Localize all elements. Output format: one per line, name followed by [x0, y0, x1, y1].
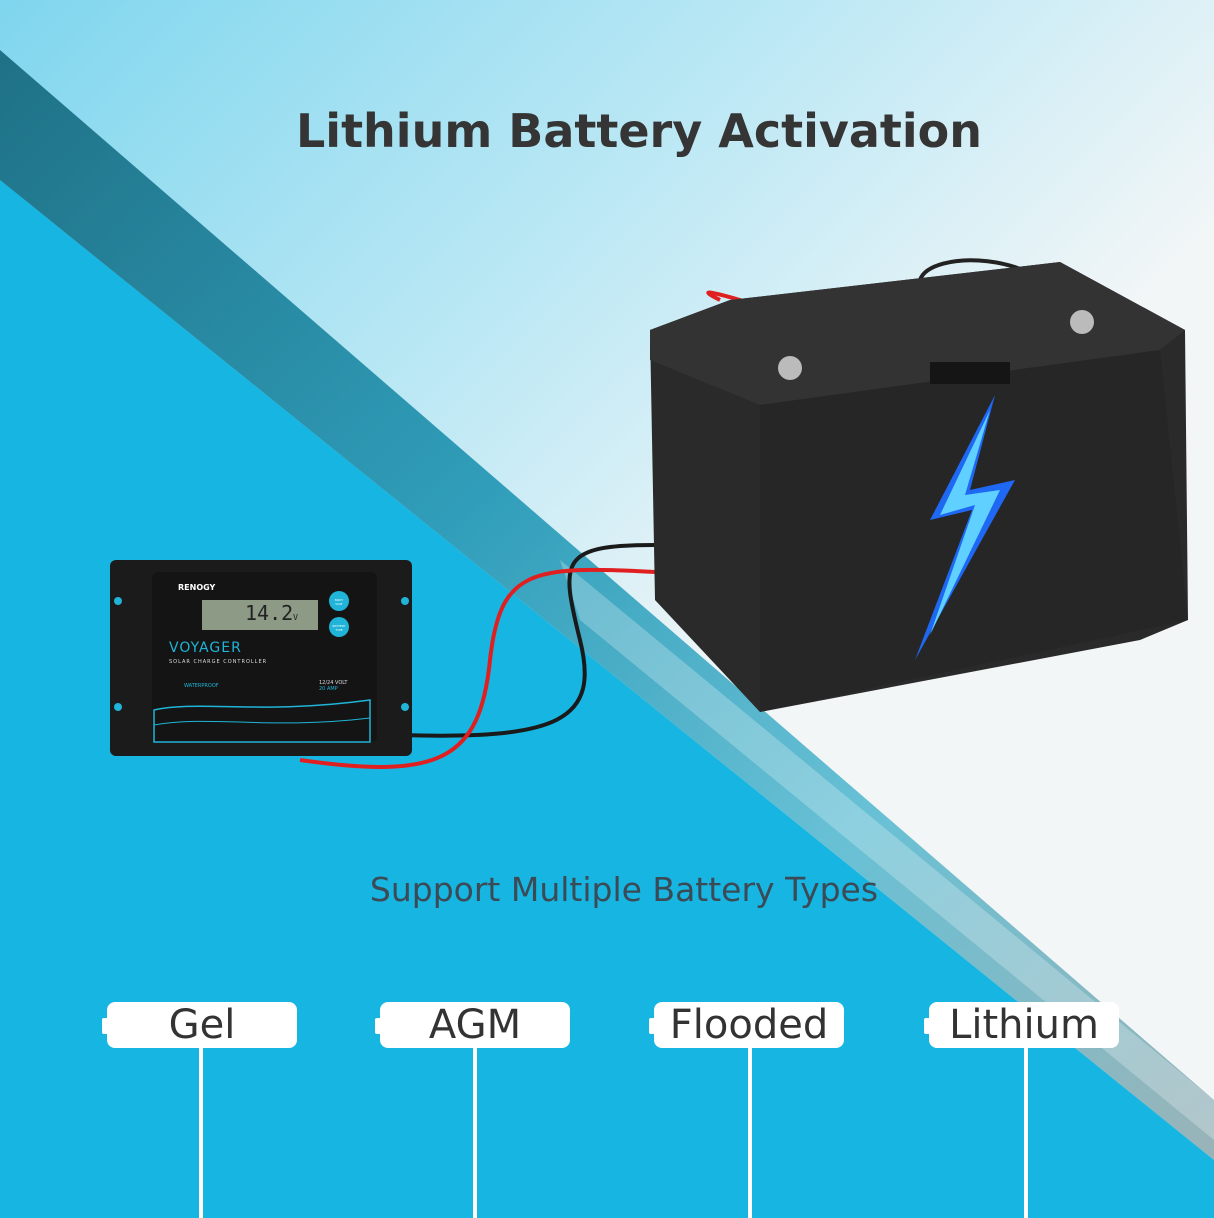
battery-type-agm: AGM [375, 1002, 570, 1048]
battery-type-lithium: Lithium [924, 1002, 1119, 1048]
page-title: Lithium Battery Activation [295, 104, 982, 158]
red-cable [299, 567, 656, 769]
charge-controller-image [110, 560, 412, 756]
divider-line [473, 1048, 477, 1218]
divider-line [748, 1048, 752, 1218]
controller-voltage: 12/24 VOLT [319, 680, 348, 686]
divider-line [1024, 1048, 1028, 1218]
subtitle: Support Multiple Battery Types [369, 870, 879, 909]
divider-line [199, 1048, 203, 1218]
display-value: 14.2 [245, 601, 294, 625]
battery-type-flooded: Flooded [649, 1002, 844, 1048]
battery-type-gel: Gel [102, 1002, 297, 1048]
controller-display: 14.2V [245, 601, 298, 625]
controller-amperage: 20 AMP [319, 686, 338, 692]
controller-waterproof: WATERPROOF [184, 683, 219, 689]
controller-brand: RENOGY [178, 583, 216, 592]
display-unit: V [293, 613, 298, 622]
controller-model: VOYAGER [169, 640, 242, 656]
controller-description: SOLAR CHARGE CONTROLLER [169, 659, 268, 665]
battery-image [650, 262, 1188, 712]
controller-button-2: BATTERY TYPE [332, 624, 346, 632]
controller-button-1: BODY VOLT [334, 598, 344, 606]
black-cable [399, 543, 656, 738]
